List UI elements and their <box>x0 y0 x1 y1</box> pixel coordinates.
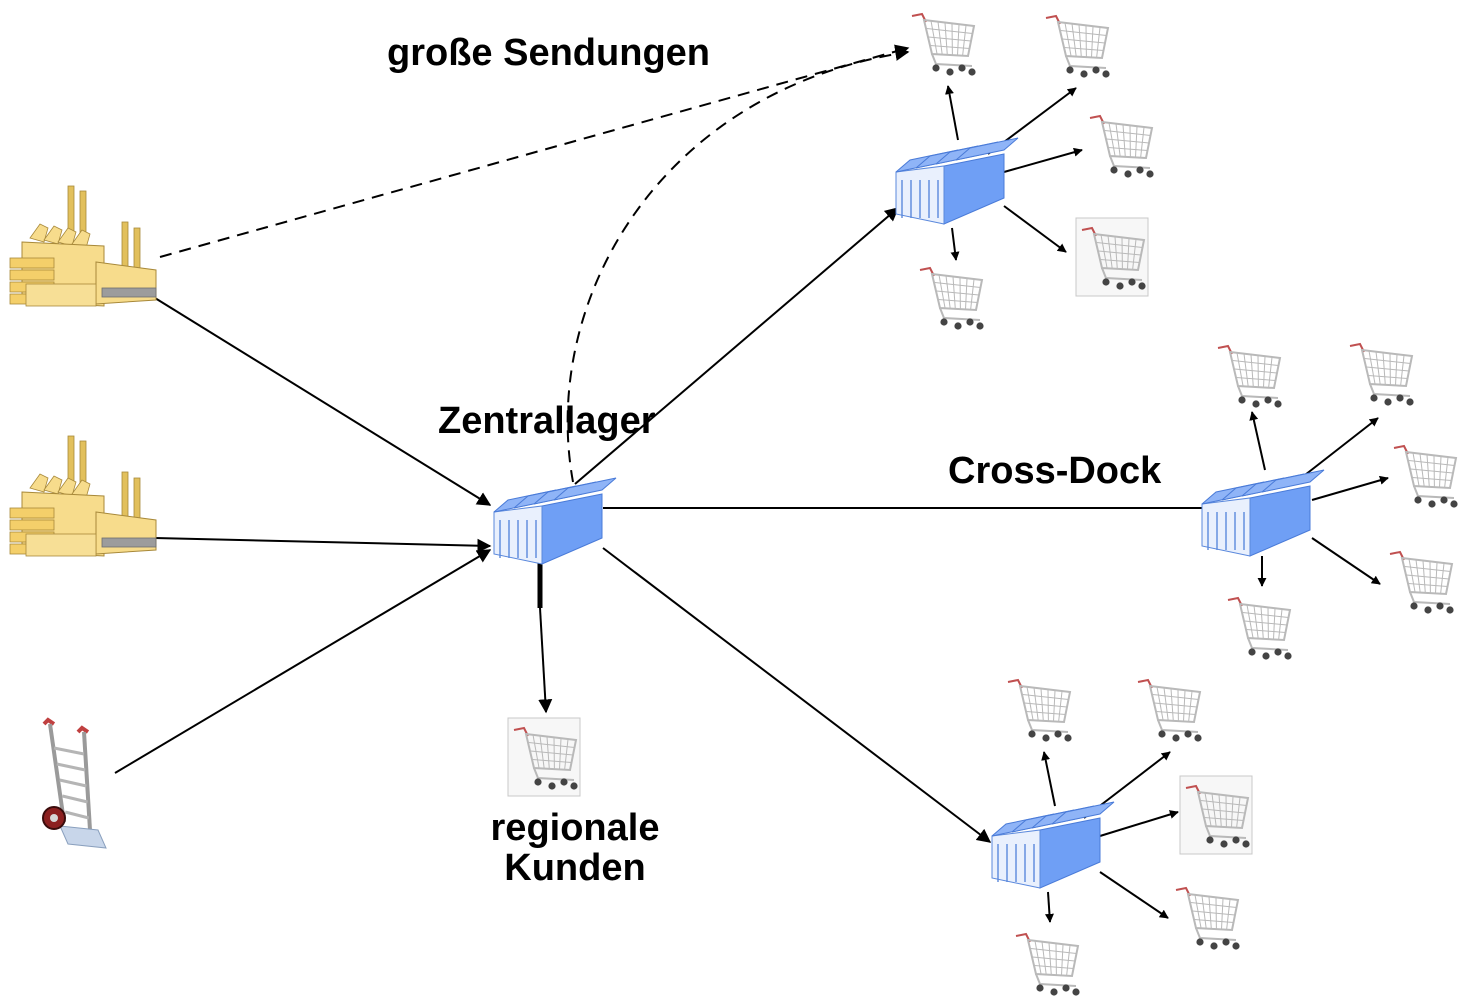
arrow-hub-bottom-5 <box>1048 892 1050 922</box>
arrow-hub-top-1 <box>948 86 958 140</box>
arrow-central-to-hub-top <box>575 208 898 484</box>
network-nodes <box>10 14 1458 996</box>
shopping-cart-icon-crossdock-1 <box>1218 346 1282 408</box>
arrow-hub-bottom-3 <box>1100 812 1178 836</box>
label-regional-customers: regionale Kunden <box>455 809 695 889</box>
arrow-handtruck-to-central <box>115 550 490 773</box>
shopping-cart-icon-top-3 <box>1090 116 1154 178</box>
label-central-warehouse: Zentrallager <box>438 402 656 442</box>
label-regional-line1: regionale <box>455 809 695 849</box>
label-cross-dock: Cross-Dock <box>948 452 1161 492</box>
shopping-cart-icon-top-4 <box>1076 218 1148 296</box>
shopping-cart-icon-crossdock-2 <box>1350 344 1414 406</box>
shopping-cart-icon-crossdock-5 <box>1228 598 1292 660</box>
arrow-hub-bottom-4 <box>1100 872 1168 918</box>
shopping-cart-icon-bottom-4 <box>1176 888 1240 950</box>
shopping-cart-icon-crossdock-3 <box>1394 446 1458 508</box>
factory-icon-2 <box>10 436 156 556</box>
shopping-cart-icon-top-1 <box>912 14 976 76</box>
arrow-hub-bottom-1 <box>1044 752 1055 806</box>
arrow-hub-top-3 <box>1004 150 1082 172</box>
shopping-cart-icon-bottom-5 <box>1016 934 1080 996</box>
hand-truck-icon <box>43 720 106 848</box>
arrow-factory2-to-central <box>155 538 490 546</box>
warehouse-icon-crossdock <box>1202 470 1324 556</box>
factory-icon-1 <box>10 186 156 306</box>
arrow-crossdock-4 <box>1312 538 1380 584</box>
arrow-crossdock-1 <box>1252 412 1265 470</box>
dashed-factory-to-customer <box>160 48 908 257</box>
warehouse-icon-hub-top <box>896 138 1018 224</box>
shopping-cart-icon-top-5 <box>920 268 984 330</box>
arrow-hub-top-4 <box>1004 206 1066 252</box>
shopping-cart-icon-bottom-2 <box>1138 680 1202 742</box>
shopping-cart-icon-bottom-3 <box>1180 776 1252 854</box>
warehouse-icon-central <box>494 478 616 564</box>
label-large-shipments: große Sendungen <box>387 34 710 74</box>
arrow-hub-top-5 <box>952 228 956 260</box>
arrow-crossdock-3 <box>1312 478 1388 500</box>
shopping-cart-icon-bottom-1 <box>1008 680 1072 742</box>
shopping-cart-icon-crossdock-4 <box>1390 552 1454 614</box>
arrow-central-to-regional <box>540 608 546 712</box>
arrow-central-to-hub-bottom <box>603 548 990 842</box>
label-regional-line2: Kunden <box>455 849 695 889</box>
shopping-cart-icon-top-2 <box>1046 16 1110 78</box>
shopping-cart-icon-regional <box>508 718 580 796</box>
warehouse-icon-hub-bottom <box>992 802 1114 888</box>
arrow-crossdock-2 <box>1296 418 1378 482</box>
